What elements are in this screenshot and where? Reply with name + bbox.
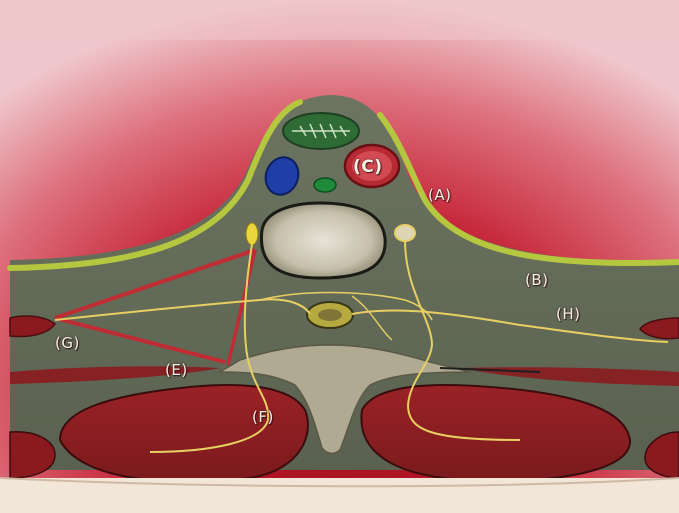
label-f: (F) — [252, 408, 274, 426]
small-green-structure — [314, 178, 336, 192]
top-highlight — [0, 0, 679, 40]
label-c: (C) — [353, 157, 383, 177]
label-h: (H) — [556, 305, 580, 323]
label-b: (B) — [525, 271, 549, 289]
spinal-cord-inner — [318, 309, 342, 321]
yellow-ganglion-left — [246, 223, 258, 245]
yellow-ganglion-right — [395, 225, 415, 241]
vertebral-body — [261, 203, 385, 278]
label-a: (A) — [428, 186, 451, 204]
label-g: (G) — [55, 334, 80, 352]
label-e: (E) — [165, 361, 188, 379]
